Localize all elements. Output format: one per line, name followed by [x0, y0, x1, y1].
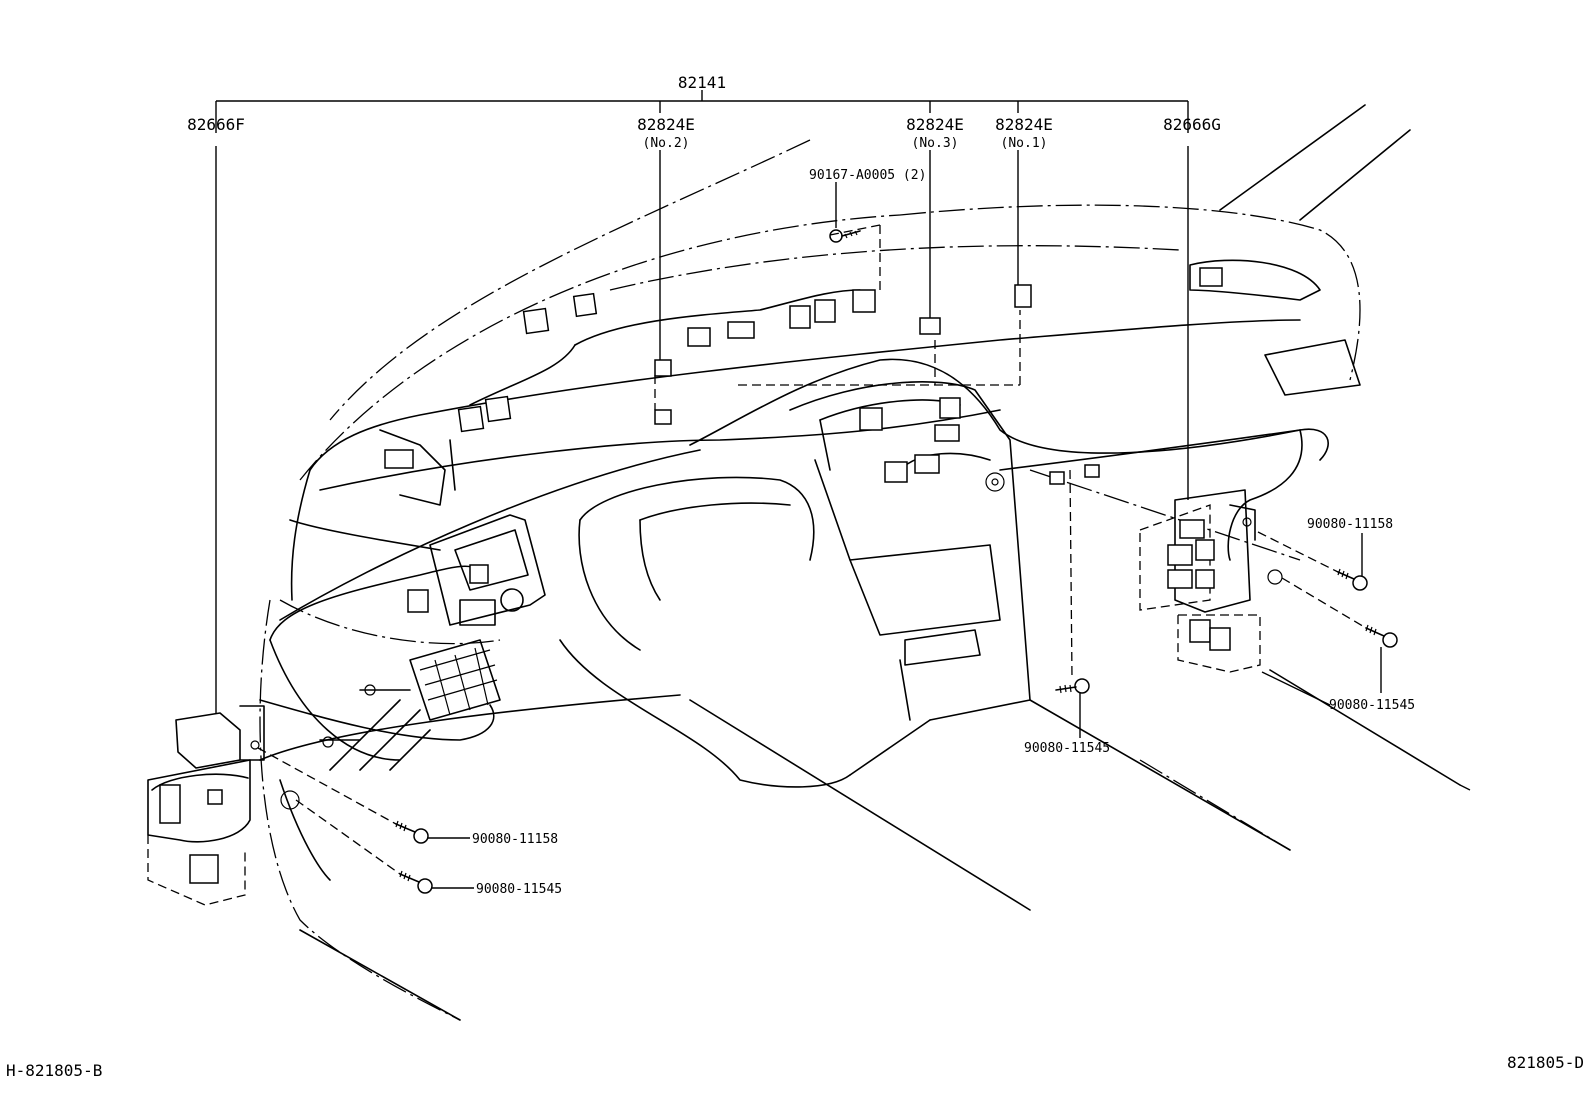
label-assembly: 82141 — [678, 73, 726, 92]
harness-connectors — [384, 267, 1223, 613]
label-connector-no2: 82824E — [637, 115, 695, 134]
junction-block-right — [1139, 489, 1261, 673]
label-connector-no2-note: (No.2) — [643, 136, 690, 151]
bolt-right-lower-icon — [1365, 624, 1398, 648]
fastener-clip-icon — [829, 229, 861, 243]
label-connector-no3-note: (No.3) — [912, 136, 959, 151]
label-bolt-right-lower: 90080-11545 — [1329, 698, 1415, 713]
label-block-right: 82666G — [1163, 115, 1221, 134]
leader-lines — [215, 90, 1382, 889]
junction-block-left — [147, 705, 265, 906]
label-block-left: 82666F — [187, 115, 245, 134]
label-bolt-left-lower: 90080-11545 — [476, 882, 562, 897]
label-bolt-left-upper: 90080-11158 — [472, 832, 558, 847]
label-bolt-right-upper: 90080-11158 — [1307, 517, 1393, 532]
label-connector-no1: 82824E — [995, 115, 1053, 134]
label-connector-no1-note: (No.1) — [1001, 136, 1048, 151]
bolt-center-icon — [1055, 678, 1090, 694]
fastener-guide-lines — [257, 224, 1367, 875]
label-connector-no3: 82824E — [906, 115, 964, 134]
label-clip: 90167-A0005 (2) — [809, 168, 926, 183]
drawing-code-right: 821805-D — [1507, 1053, 1584, 1072]
bolt-left-upper-icon — [395, 820, 429, 844]
part-labels: 82141 82666F 82666G 82824E (No.2) 82824E… — [6, 73, 1584, 1080]
label-bolt-center: 90080-11545 — [1024, 741, 1110, 756]
bolt-right-upper-icon — [1337, 568, 1368, 591]
drawing-code-left: H-821805-B — [6, 1061, 102, 1080]
instrument-panel-drawing — [259, 104, 1471, 1021]
bolt-left-lower-icon — [399, 870, 433, 894]
